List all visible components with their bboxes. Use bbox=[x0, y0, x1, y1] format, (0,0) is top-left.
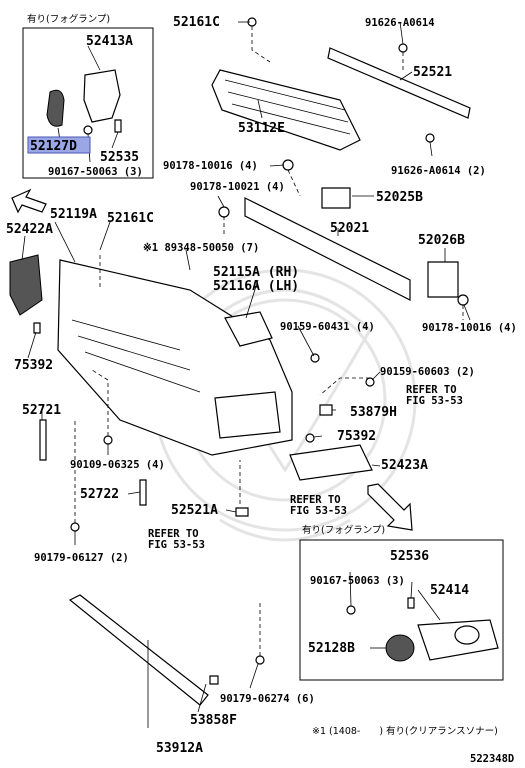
fog-lamp-52128b-icon bbox=[385, 634, 415, 662]
grille-53112e bbox=[211, 69, 361, 151]
fog-lamp-option-label-lower: 有り(フォグランプ) bbox=[302, 524, 385, 536]
label-89348-50050: ※1 89348-50050 (7) bbox=[143, 242, 259, 254]
label-52722: 52722 bbox=[80, 487, 119, 502]
label-52025b: 52025B bbox=[376, 190, 423, 205]
fog-screw-90167-icon bbox=[346, 605, 356, 615]
label-90109-06325: 90109-06325 (4) bbox=[70, 459, 165, 471]
label-90179-06274: 90179-06274 (6) bbox=[220, 693, 315, 705]
label-52021: 52021 bbox=[330, 221, 369, 236]
bumper-contour-lines bbox=[71, 319, 201, 393]
nut-90178-10016-icon bbox=[282, 159, 294, 171]
bracket-53879h bbox=[319, 404, 333, 416]
fog-screw-icon bbox=[83, 125, 93, 135]
label-52423a: 52423A bbox=[381, 458, 428, 473]
clip-90179-06127-icon bbox=[70, 522, 80, 532]
label-75392-a: 75392 bbox=[14, 358, 53, 373]
grille-slats bbox=[224, 79, 351, 135]
label-53112e: 53112E bbox=[238, 121, 285, 136]
label-52521a: 52521A bbox=[171, 503, 218, 518]
dashed-assembly-lines bbox=[74, 26, 464, 656]
fog-bracket-52536 bbox=[407, 597, 415, 609]
clip-75392-left bbox=[33, 322, 41, 334]
front-spoiler-53912a bbox=[68, 594, 209, 706]
bumper-reinforcement-52021 bbox=[244, 197, 411, 301]
bumper-retainer-52115a bbox=[224, 311, 273, 347]
label-refer-c-line2: FIG 53-53 bbox=[148, 539, 205, 551]
bolt-90159-60431-icon bbox=[310, 353, 320, 363]
leader-lines bbox=[21, 21, 471, 728]
fog-bracket-52535 bbox=[114, 119, 122, 133]
label-52128b: 52128B bbox=[308, 641, 355, 656]
label-53912a: 53912A bbox=[156, 741, 203, 756]
label-75392-b: 75392 bbox=[337, 429, 376, 444]
label-52536: 52536 bbox=[390, 549, 429, 564]
label-52116a: 52116A (LH) bbox=[213, 279, 299, 294]
label-52127d: 52127D bbox=[30, 139, 77, 154]
label-52026b: 52026B bbox=[418, 233, 465, 248]
label-90159-60603: 90159-60603 (2) bbox=[380, 366, 475, 378]
fog-lamp-52127d bbox=[46, 89, 65, 127]
label-91626-a0614-a: 91626-A0614 bbox=[365, 17, 435, 29]
label-52414: 52414 bbox=[430, 583, 469, 598]
bracket-52521a bbox=[235, 507, 249, 517]
label-52422a: 52422A bbox=[6, 222, 53, 237]
screw-91626-icon bbox=[398, 43, 408, 53]
grille-retainer-52521 bbox=[327, 47, 471, 119]
clip-53858f bbox=[209, 675, 219, 685]
clip-90179-06274-icon bbox=[255, 655, 265, 665]
bracket-52025b bbox=[321, 187, 351, 209]
seal-52722 bbox=[139, 479, 147, 506]
fog-lamp-option-box-upper bbox=[22, 27, 154, 179]
fog-lamp-option-box-lower bbox=[299, 539, 504, 681]
fog-lamp-option-label-upper: 有り(フォグランプ) bbox=[27, 13, 110, 25]
label-90178-10016-a: 90178-10016 (4) bbox=[163, 160, 258, 172]
label-90178-10021: 90178-10021 (4) bbox=[190, 181, 285, 193]
label-52413a: 52413A bbox=[86, 34, 133, 49]
screw-91626-2-icon bbox=[425, 133, 435, 143]
diagram-code: 522348D bbox=[470, 753, 514, 765]
label-53879h: 53879H bbox=[350, 405, 397, 420]
label-refer-a-line1: REFER TO bbox=[406, 384, 457, 396]
label-refer-c-line1: REFER TO bbox=[148, 528, 199, 540]
label-52721: 52721 bbox=[22, 403, 61, 418]
clip-75392-right-icon bbox=[305, 433, 315, 443]
nut-90178-10016-b-icon bbox=[457, 294, 469, 306]
label-52161c-b: 52161C bbox=[107, 211, 154, 226]
label-52521: 52521 bbox=[413, 65, 452, 80]
highlight-52127d bbox=[27, 136, 91, 154]
label-90167-50063-a: 90167-50063 (3) bbox=[48, 166, 143, 178]
fog-lamp-cover-52413a bbox=[83, 69, 121, 123]
label-52119a: 52119A bbox=[50, 207, 97, 222]
label-refer-a-line2: FIG 53-53 bbox=[406, 395, 463, 407]
label-53858f: 53858F bbox=[190, 713, 237, 728]
front-direction-arrow-icon bbox=[11, 188, 47, 214]
label-52115a: 52115A (RH) bbox=[213, 265, 299, 280]
label-52161c-a: 52161C bbox=[173, 15, 220, 30]
side-cover-52422a bbox=[9, 254, 43, 316]
label-refer-b-line2: FIG 53-53 bbox=[290, 505, 347, 517]
label-90167-50063-b: 90167-50063 (3) bbox=[310, 575, 405, 587]
bracket-52026b bbox=[427, 261, 459, 298]
label-52535: 52535 bbox=[100, 150, 139, 165]
fog-cover-ring bbox=[454, 625, 480, 645]
bolt-90109-06325-icon bbox=[103, 435, 113, 445]
footnote-clearance-sonar: ※1 (1408- ) 有り(クリアランスソナー) bbox=[312, 725, 498, 737]
label-91626-a0614-2: 91626-A0614 (2) bbox=[391, 165, 486, 177]
label-90159-60431: 90159-60431 (4) bbox=[280, 321, 375, 333]
label-90179-06127: 90179-06127 (2) bbox=[34, 552, 129, 564]
nut-90178-10021-icon bbox=[218, 206, 230, 218]
label-refer-b-line1: REFER TO bbox=[290, 494, 341, 506]
view-direction-arrow-icon bbox=[367, 483, 413, 531]
label-90178-10016-b: 90178-10016 (4) bbox=[422, 322, 517, 334]
seal-52721 bbox=[39, 419, 47, 461]
side-cover-52423a bbox=[289, 444, 373, 481]
fog-lamp-opening bbox=[214, 391, 281, 439]
watermark-emblem bbox=[153, 268, 417, 542]
